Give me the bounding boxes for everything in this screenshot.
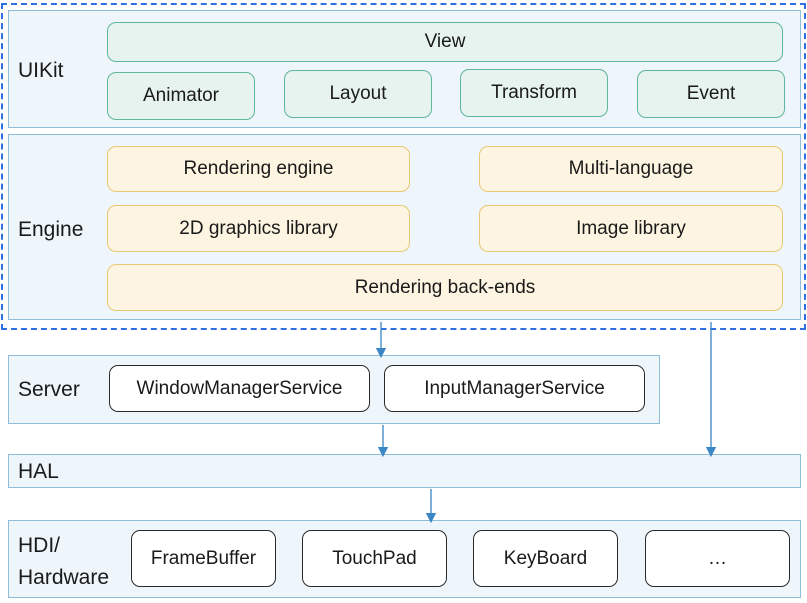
hdi-label: HDI/ Hardware	[18, 530, 109, 594]
touchpad-box: TouchPad	[302, 530, 447, 587]
multi-language-box: Multi-language	[479, 146, 783, 192]
animator-box: Animator	[107, 72, 255, 120]
keyboard-box: KeyBoard	[473, 530, 618, 587]
server-label: Server	[18, 378, 80, 401]
hal-layer	[8, 454, 801, 488]
hal-label: HAL	[18, 460, 59, 483]
engine-label: Engine	[18, 218, 84, 241]
input-manager-service-box: InputManagerService	[384, 365, 645, 412]
framebuffer-box: FrameBuffer	[131, 530, 276, 587]
hdi-label-line2: Hardware	[18, 566, 110, 589]
more-devices-box: …	[645, 530, 790, 587]
rendering-backends-box: Rendering back-ends	[107, 264, 783, 311]
uikit-label: UIKit	[18, 59, 64, 82]
layout-box: Layout	[284, 70, 432, 118]
view-box: View	[107, 22, 783, 62]
window-manager-service-box: WindowManagerService	[109, 365, 370, 412]
image-library-box: Image library	[479, 205, 783, 252]
2d-graphics-library-box: 2D graphics library	[107, 205, 410, 252]
event-box: Event	[637, 70, 785, 118]
hdi-label-line1: HDI/	[18, 534, 60, 557]
transform-box: Transform	[460, 69, 608, 117]
ui-framework-group	[1, 3, 806, 330]
rendering-engine-box: Rendering engine	[107, 146, 410, 192]
